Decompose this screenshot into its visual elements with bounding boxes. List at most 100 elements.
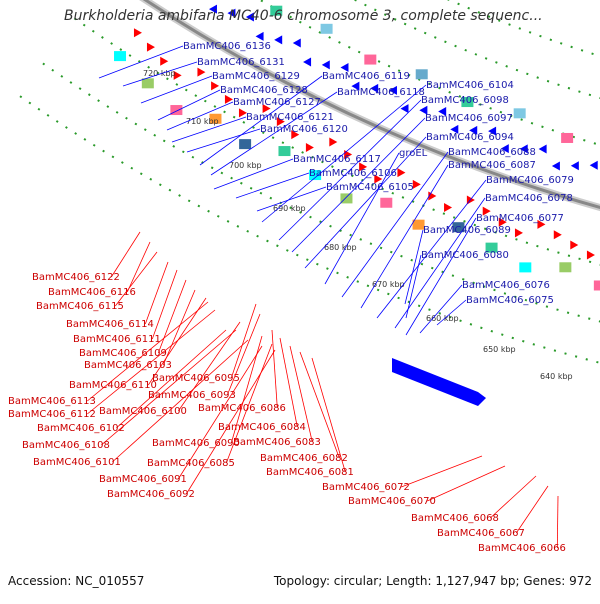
label-leader-line [436,299,467,326]
reverse-gene-arrow [274,35,283,45]
gene-label: BamMC406_6113 [8,396,96,407]
label-leader-line [394,197,486,329]
accession-text: Accession: NC_010557 [8,574,145,588]
reverse-gene-arrow [589,160,598,170]
gene-label: BamMC406_6094 [426,132,514,143]
forward-gene-arrow [276,117,285,127]
tick-label: 670 kbp [372,280,405,289]
annotation-box [309,170,322,181]
tick-label: 640 kbp [540,372,573,381]
gene-label: BamMC406_6120 [260,124,348,135]
tick-label: 690 kbp [273,204,306,213]
backbone-circle [142,0,600,209]
reverse-gene-arrow [538,144,547,154]
label-leader-line [376,179,487,319]
forward-gene-arrow [146,42,155,52]
label-leader-line [126,241,151,293]
reverse-gene-arrow [551,161,560,171]
label-leader-line [235,172,310,199]
label-leader-line [166,101,234,131]
gene-label: BamMC406_6066 [478,543,566,554]
gene-label: BamMC406_6102 [37,423,125,434]
annotation-box [593,280,600,291]
reverse-gene-arrow [351,81,360,91]
gene-label: BamMC406_6127 [233,97,321,108]
forward-gene-arrow [553,230,562,240]
forward-gene-arrow [570,240,579,250]
gene-label: BamMC406_6072 [322,482,410,493]
annotation-box [519,262,532,273]
forward-gene-arrow [586,250,595,260]
label-leader-line [225,343,273,464]
annotation-box [270,5,283,16]
annotation-box [114,51,127,62]
forward-gene-arrow [305,142,314,152]
label-leader-line [261,84,427,223]
tick-label: 660 kbp [426,314,459,323]
label-leader-line [98,45,184,79]
label-leader-line [341,151,449,298]
label-leader-line [278,99,422,241]
annotation-box [412,219,425,230]
label-leader-line [177,345,263,480]
forward-gene-arrow [211,81,220,91]
forward-gene-arrow [344,150,353,160]
gene-label: BamMC406_6087 [448,160,536,171]
tick-label: 680 kbp [324,243,357,252]
gene-label: BamMC406_6112 [8,409,96,420]
forward-gene-arrow [160,56,169,66]
gene-label: BamMC406_6104 [426,80,514,91]
tick-label: 720 kbp [143,69,176,78]
label-leader-line [162,289,196,366]
tick-label: 710 kbp [186,117,219,126]
label-leader-line [122,61,198,87]
dotted-track [19,95,600,364]
gene-label: BamMC406_6081 [266,467,354,478]
gene-label: BamMC406_6095 [152,373,240,384]
gene-label: BamMC406_6070 [348,496,436,507]
gene-label: BamMC406_6128 [220,85,308,96]
gene-label: BamMC406_6106 [309,168,397,179]
gene-label: BamMC406_6101 [33,457,121,468]
reverse-gene-arrow [340,63,349,73]
gene-label: BamMC406_6086 [198,403,286,414]
label-leader-line [226,313,261,396]
label-leader-line [291,117,426,253]
reverse-gene-arrow [500,144,509,154]
label-leader-line [171,116,247,143]
annotation-box [513,108,526,119]
gene-label: BamMC406_6129 [212,71,300,82]
gene-label: BamMC406_6114 [66,319,154,330]
reverse-gene-arrow [469,125,478,135]
tick-label: 700 kbp [229,161,262,170]
label-leader-line [279,337,298,428]
label-leader-line [110,231,141,278]
gene-label: BamMC406_6100 [99,406,187,417]
forward-gene-arrow [397,168,406,178]
forward-gene-arrow [197,67,206,77]
gene-label: BamMC406_6118 [337,87,425,98]
forward-gene-arrow [133,28,142,38]
label-leader-line [230,303,257,379]
gene-label: BamMC406_6109 [79,348,167,359]
gene-label: BamMC406_6090 [152,438,240,449]
reverse-gene-arrow [227,8,236,18]
annotation-box [141,78,154,89]
annotation-box [340,193,353,204]
ring-layer [19,0,600,364]
gene-label: BamMC406_6088 [448,147,536,158]
reverse-gene-arrow [255,31,264,41]
forward-gene-arrow [412,179,421,189]
gene-label: BamMC406_6116 [48,287,136,298]
gene-label: BamMC406_6083 [233,437,321,448]
reverse-gene-arrow [388,85,397,95]
gene-label: BamMC406_6078 [485,193,573,204]
annotation-box [559,262,572,273]
forward-gene-arrow [359,162,368,172]
forward-gene-arrow [482,206,491,216]
label-leader-line [210,91,338,176]
reverse-gene-arrow [570,161,579,171]
reverse-gene-arrow [438,107,447,117]
